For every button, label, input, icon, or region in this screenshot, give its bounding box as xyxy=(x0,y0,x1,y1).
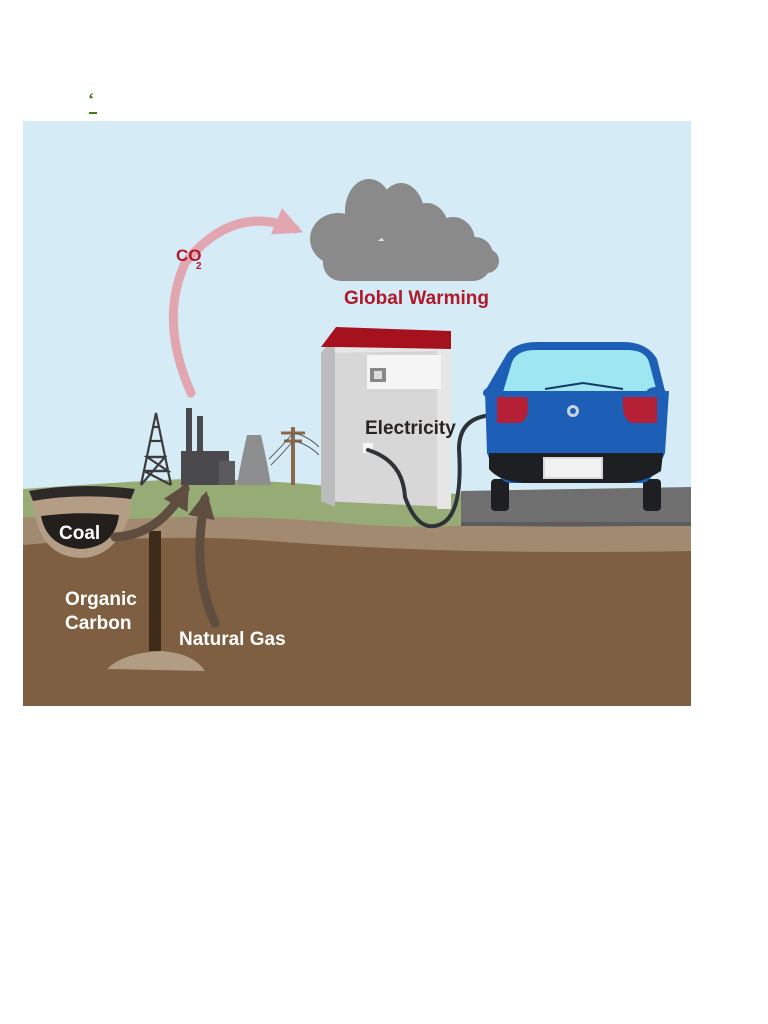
coal-label: Coal xyxy=(59,523,100,544)
top-mark: ‘ xyxy=(88,90,102,116)
charging-cable xyxy=(366,413,495,529)
power-pole xyxy=(268,427,320,485)
organic-carbon-label-line1: Organic xyxy=(65,589,137,610)
gas-pocket xyxy=(107,651,205,671)
natural-gas-label: Natural Gas xyxy=(179,629,286,650)
power-plant xyxy=(181,408,271,485)
well-pipe xyxy=(149,531,161,651)
cloud xyxy=(310,179,499,281)
electricity-label: Electricity xyxy=(365,418,456,439)
coal-arrow xyxy=(110,481,190,542)
coal-pit-top xyxy=(29,485,135,501)
grass xyxy=(23,479,503,527)
co2-label: CO xyxy=(176,246,202,265)
oil-derrick xyxy=(139,412,173,486)
road xyxy=(461,487,691,527)
charging-station xyxy=(321,327,451,509)
road-curb xyxy=(461,522,691,526)
natural-gas-arrow xyxy=(188,491,220,628)
electric-car xyxy=(483,341,669,511)
coal-seam xyxy=(41,513,119,549)
diagram-canvas: CO 2 Global Warming Electricity Coal Org… xyxy=(23,121,691,706)
co2-subscript: 2 xyxy=(196,261,202,272)
ev-carbon-diagram: CO 2 Global Warming Electricity Coal Org… xyxy=(23,121,691,706)
global-warming-label: Global Warming xyxy=(344,288,489,309)
organic-carbon-label-line2: Carbon xyxy=(65,613,132,634)
co2-arrow xyxy=(168,207,303,398)
